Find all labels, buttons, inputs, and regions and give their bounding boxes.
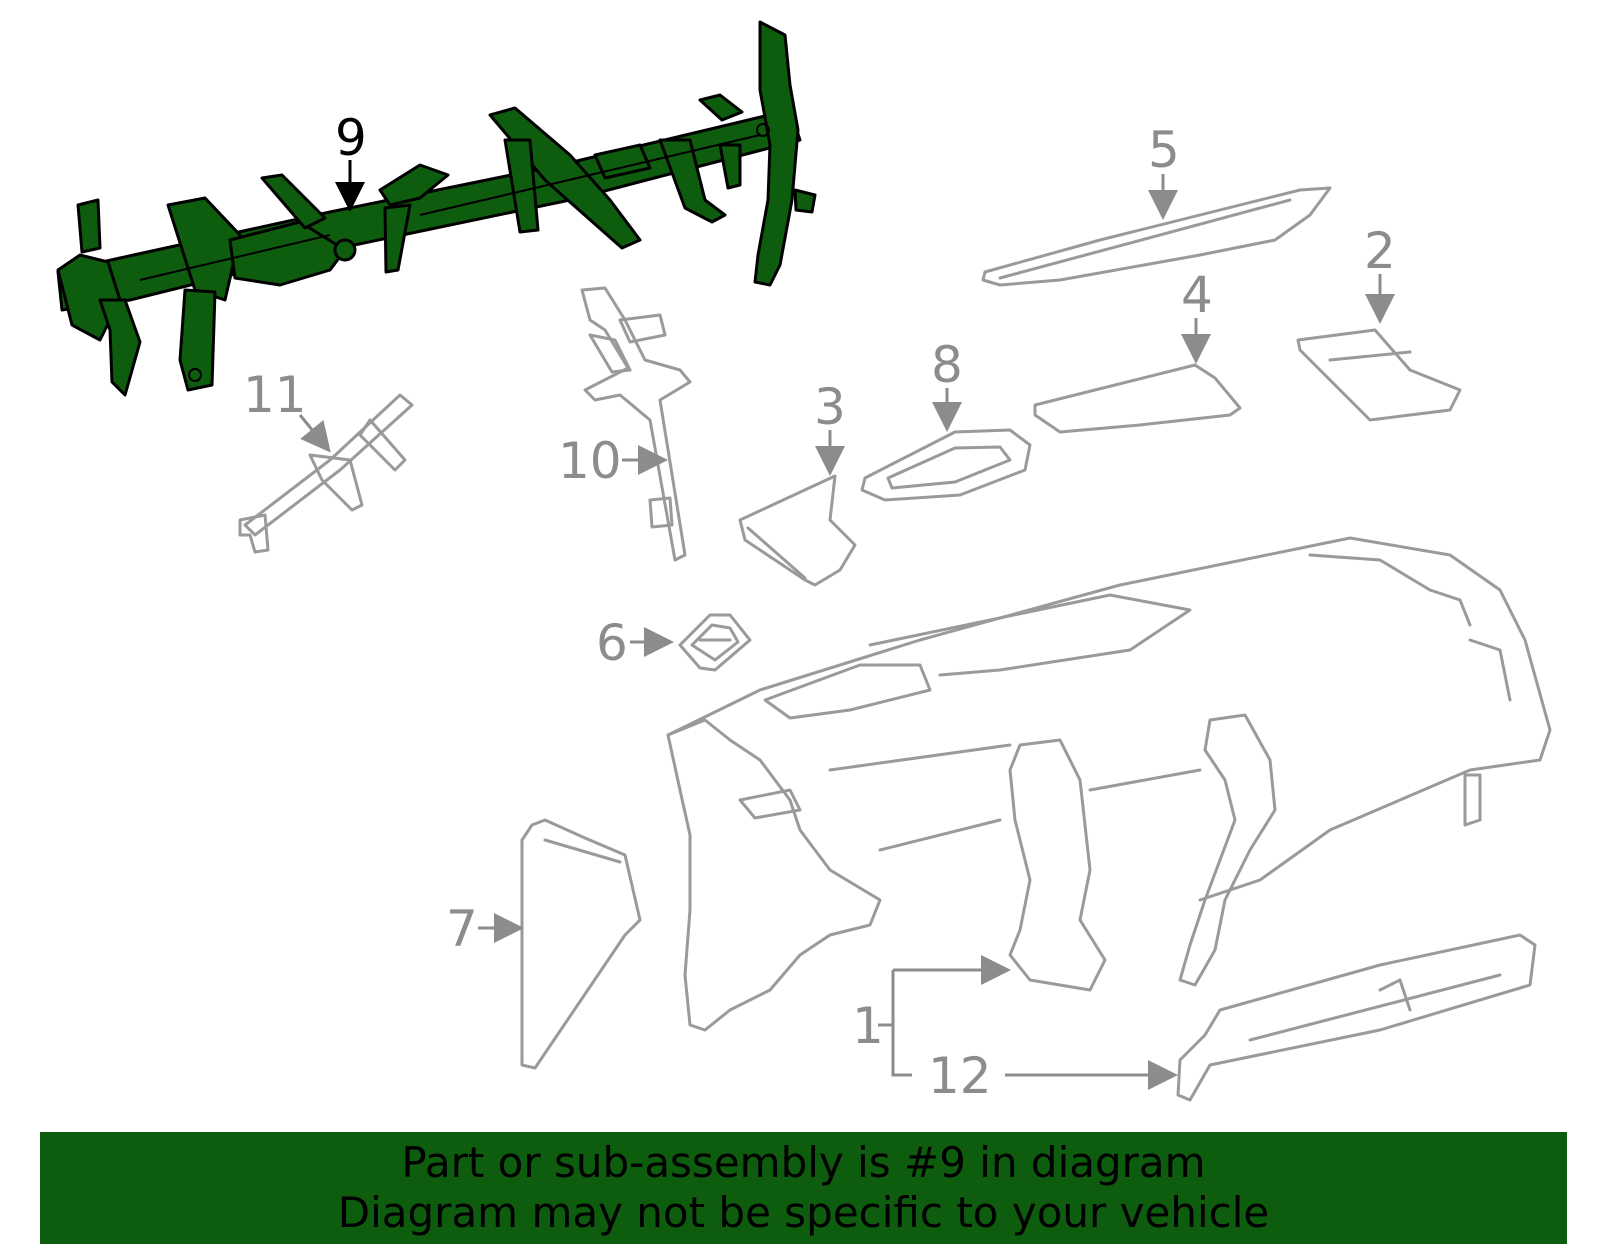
banner-line-part-info: Part or sub-assembly is #9 in diagram: [401, 1138, 1206, 1187]
part-2-panel[interactable]: [1296, 328, 1462, 422]
part-8-bezel[interactable]: [860, 428, 1032, 502]
callout-11: 11: [243, 366, 307, 424]
callout-8: 8: [931, 336, 963, 394]
part-7-side-cover[interactable]: [520, 818, 642, 1070]
callout-7: 7: [446, 900, 478, 958]
callout-2: 2: [1364, 222, 1396, 280]
part-11-bracket[interactable]: [238, 393, 414, 554]
part-12-lower-panel[interactable]: [1176, 933, 1537, 1102]
callout-5: 5: [1148, 121, 1180, 179]
callout-6: 6: [596, 614, 628, 672]
info-banner: Part or sub-assembly is #9 in diagram Di…: [40, 1132, 1567, 1244]
part-4-panel[interactable]: [1033, 363, 1242, 434]
callout-9: 9: [335, 109, 367, 167]
part-6-vent[interactable]: [678, 613, 752, 672]
leader-lines: [298, 160, 1395, 1090]
part-5-upper-trim[interactable]: [981, 186, 1332, 287]
callout-1: 1: [852, 997, 884, 1055]
callout-labels: 9 5 2 4 8 3 11 10 6 7 1 12: [243, 109, 1396, 1105]
callout-12: 12: [928, 1047, 992, 1105]
part-3-trim-panel[interactable]: [738, 474, 857, 587]
part-1-instrument-panel[interactable]: [666, 536, 1552, 1032]
part-10-brace[interactable]: [580, 286, 692, 562]
callout-4: 4: [1181, 266, 1213, 324]
callout-3: 3: [814, 378, 846, 436]
part-9-reinforcement-beam[interactable]: [56, 20, 817, 397]
callout-10: 10: [558, 432, 622, 490]
banner-line-disclaimer: Diagram may not be specific to your vehi…: [337, 1188, 1270, 1237]
